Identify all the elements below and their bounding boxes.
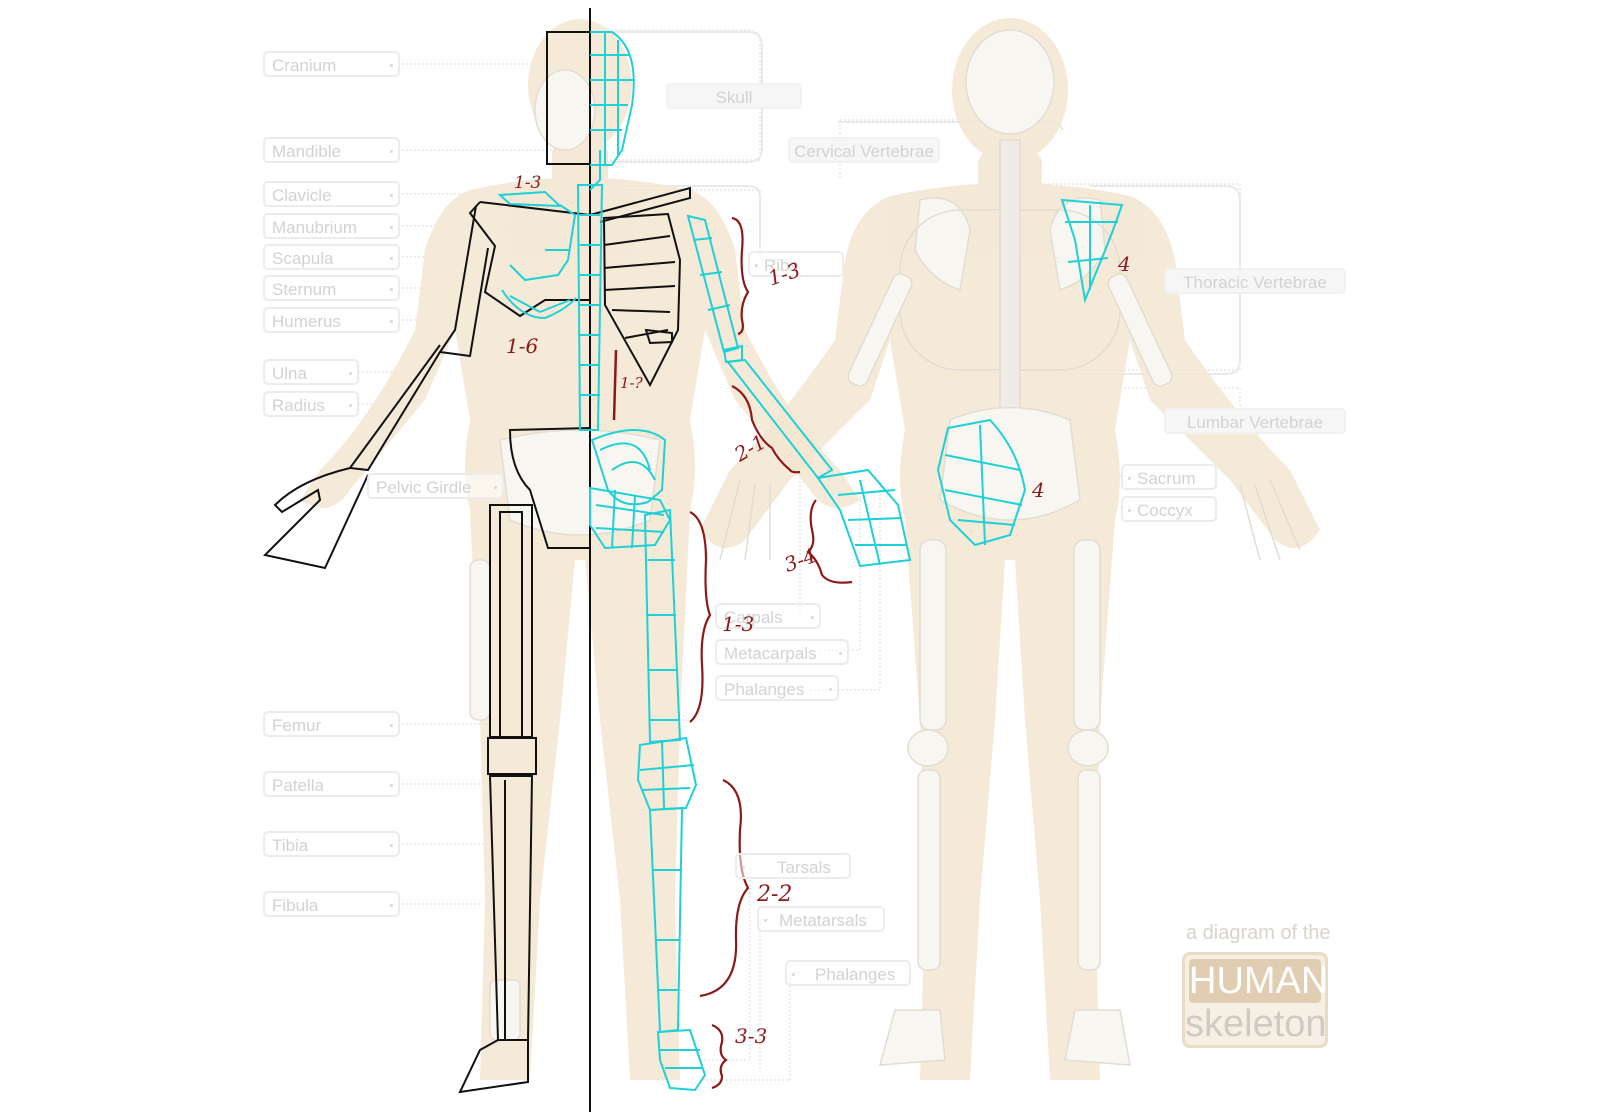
branding-logo: HUMAN skeleton xyxy=(1182,952,1328,1048)
label-carpals: Carpals xyxy=(715,603,821,629)
label-text: Metacarpals xyxy=(724,644,817,663)
label-clavicle: Clavicle xyxy=(263,181,400,207)
label-metatarsals: Metatarsals xyxy=(757,906,885,932)
label-text: Pelvic Girdle xyxy=(376,478,472,497)
back-skeleton xyxy=(719,29,1301,1066)
label-text: Ribs xyxy=(764,256,799,275)
label-text: Sacrum xyxy=(1137,469,1196,488)
label-text: Thoracic Vertebrae xyxy=(1183,273,1327,292)
label-text: Humerus xyxy=(272,312,341,331)
label-femur: Femur xyxy=(263,711,400,737)
label-text: Sternum xyxy=(272,280,337,299)
label-text: Patella xyxy=(272,776,324,795)
block-model-left xyxy=(262,8,691,1112)
label-text: Femur xyxy=(272,716,322,735)
label-text: Tarsals xyxy=(777,858,831,877)
label-radius: Radius xyxy=(263,391,359,417)
annotation-pelvis-back: 4 xyxy=(1032,478,1045,502)
label-text: Phalanges xyxy=(815,965,896,984)
label-tibia: Tibia xyxy=(263,831,400,857)
label-thoracic-vertebrae: Thoracic Vertebrae xyxy=(1164,268,1346,294)
label-text: Cervical Vertebrae xyxy=(794,142,934,161)
label-text: Radius xyxy=(272,396,325,415)
label-ulna: Ulna xyxy=(263,359,359,385)
label-text: Phalanges xyxy=(724,680,805,699)
label-manubrium: Manubrium xyxy=(263,213,400,239)
annotation-shin: 2-2 xyxy=(757,882,793,907)
label-text: Lumbar Vertebrae xyxy=(1186,413,1324,432)
label-text: Mandible xyxy=(272,142,341,161)
label-humerus: Humerus xyxy=(263,307,400,333)
label-text: Coccyx xyxy=(1137,501,1193,520)
label-text: Metatarsals xyxy=(779,911,867,930)
annotation-sternum: 1-? xyxy=(620,374,643,392)
label-text: Cranium xyxy=(272,56,337,75)
label-ribs: Ribs xyxy=(748,251,844,277)
annotation-scapula-back: 4 xyxy=(1118,252,1131,276)
label-pelvic-girdle: Pelvic Girdle xyxy=(367,473,504,499)
branding-subtitle: a diagram of the xyxy=(1186,922,1331,944)
label-text: Fibula xyxy=(272,896,319,915)
label-cranium: Cranium xyxy=(263,51,400,77)
annotation-ribcage: 1-6 xyxy=(506,334,539,358)
label-text: Clavicle xyxy=(272,186,332,205)
label-patella: Patella xyxy=(263,771,400,797)
label-sternum: Sternum xyxy=(263,275,400,301)
branding-title-bottom: skeleton xyxy=(1185,1003,1327,1045)
label-text: Ulna xyxy=(272,364,307,383)
label-tarsals: Tarsals xyxy=(735,853,851,879)
annotation-clavicle: 1-3 xyxy=(514,173,542,193)
label-scapula: Scapula xyxy=(263,244,400,270)
label-coccyx: Coccyx xyxy=(1121,496,1217,522)
label-metacarpals: Metacarpals xyxy=(715,639,849,665)
label-lumbar-vertebrae: Lumbar Vertebrae xyxy=(1164,408,1346,434)
label-text: Carpals xyxy=(724,608,783,627)
annotation-brackets xyxy=(689,216,853,1090)
label-skull: Skull xyxy=(666,83,802,109)
label-text: Tibia xyxy=(272,836,309,855)
label-text: Manubrium xyxy=(272,218,358,237)
label-phalanges-hand: Phalanges xyxy=(715,675,839,701)
label-fibula: Fibula xyxy=(263,891,400,917)
label-phalanges-foot: Phalanges xyxy=(785,960,911,986)
label-cervical-vertebrae: Cervical Vertebrae xyxy=(788,137,940,163)
branding-title-top: HUMAN xyxy=(1189,959,1329,1003)
annotation-thigh: 1-3 xyxy=(722,612,755,636)
label-text: Scapula xyxy=(272,249,334,268)
label-text: Skull xyxy=(715,88,753,107)
label-sacrum: Sacrum xyxy=(1121,464,1217,490)
wireframe-model xyxy=(497,31,1124,1092)
annotation-foot: 3-3 xyxy=(735,1024,768,1048)
label-mandible: Mandible xyxy=(263,137,400,163)
